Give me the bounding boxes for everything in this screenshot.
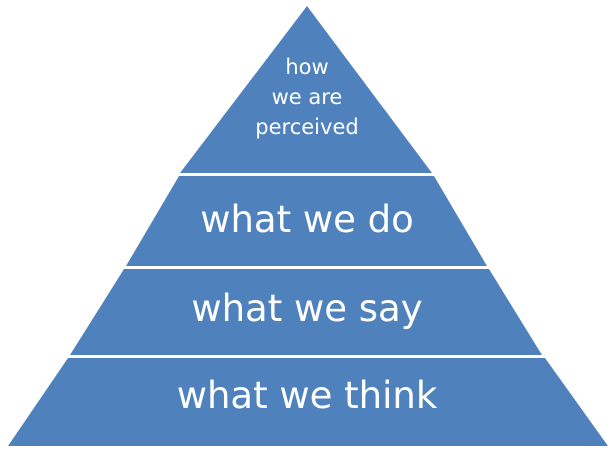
pyramid-tier-say xyxy=(70,269,542,355)
tier-label-perceived-line-2: we are xyxy=(271,85,343,109)
tier-label-think: what we think xyxy=(176,374,438,417)
pyramid-tier-top xyxy=(180,6,432,173)
pyramid-tier-think xyxy=(8,358,608,446)
tier-label-perceived: how we are perceived xyxy=(170,52,444,142)
tier-label-say: what we say xyxy=(191,287,423,330)
tier-label-perceived-line-3: perceived xyxy=(255,115,359,139)
tier-label-do: what we do xyxy=(200,198,414,241)
tier-label-perceived-line-1: how xyxy=(285,55,329,79)
pyramid-tier-do xyxy=(126,176,487,266)
